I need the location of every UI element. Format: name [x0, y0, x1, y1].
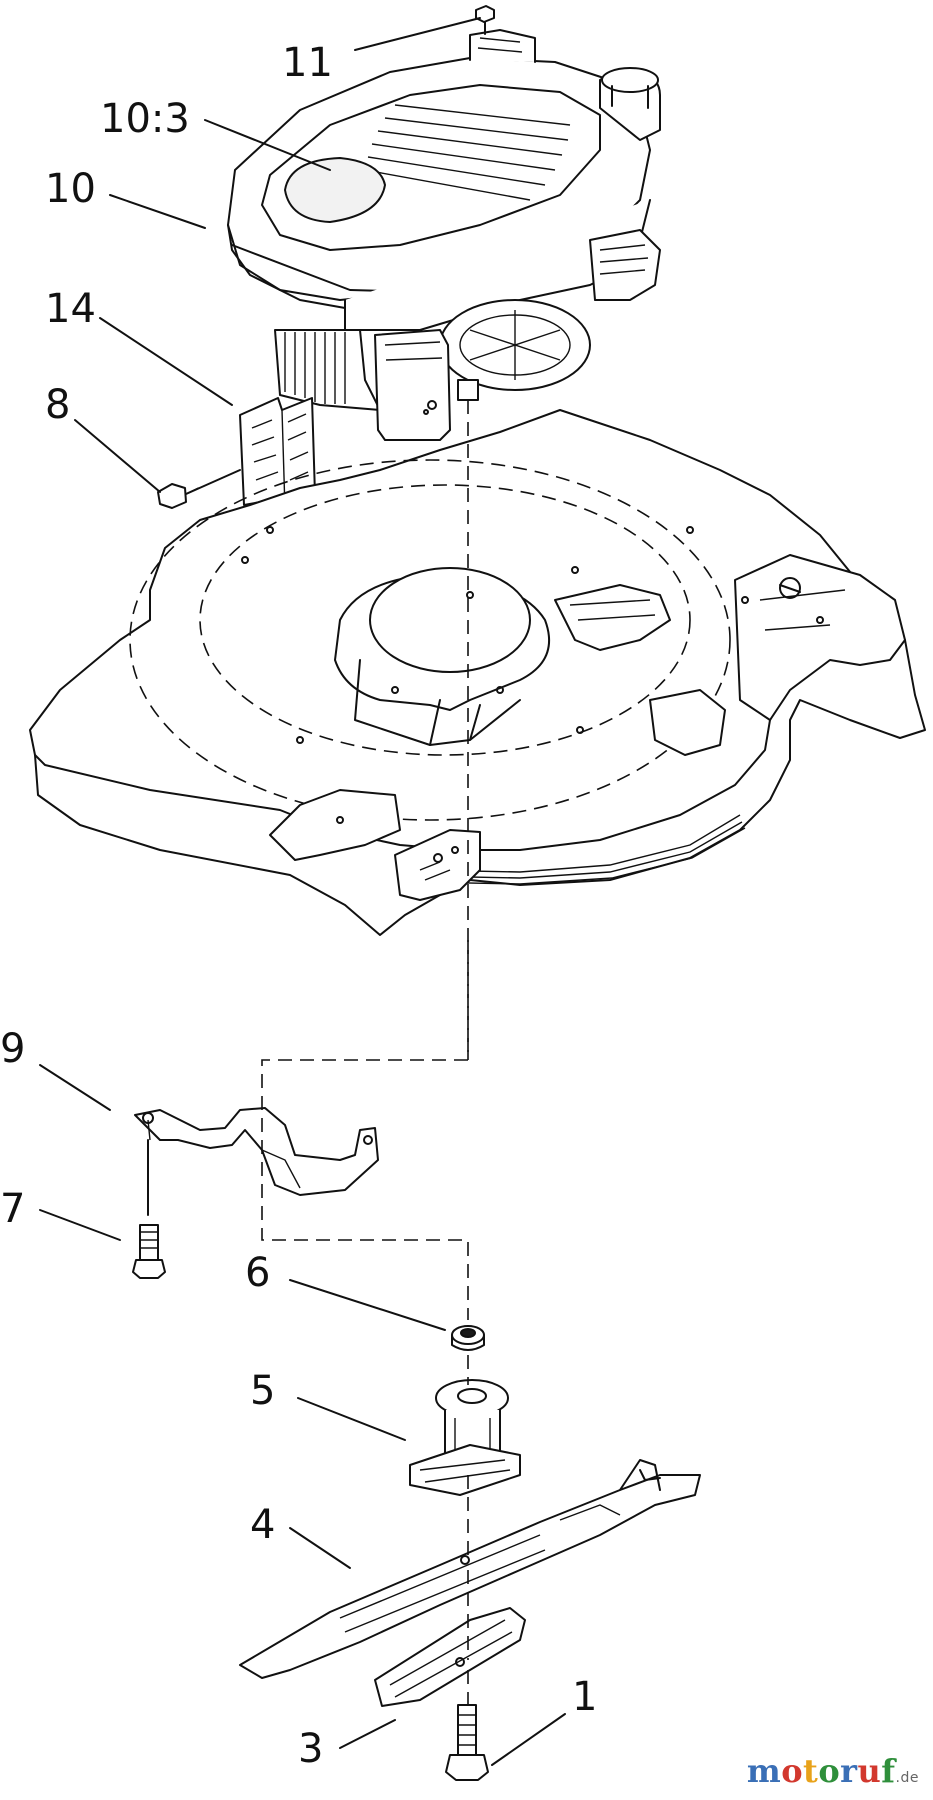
watermark-suffix: .de	[895, 1770, 919, 1786]
watermark-letter: m	[746, 1752, 782, 1790]
watermark-letter: u	[857, 1752, 882, 1790]
baffle-bracket	[134, 1107, 379, 1216]
callout-5: 5	[250, 1368, 275, 1414]
watermark-letter: o	[818, 1752, 841, 1790]
blade-adapter	[409, 1379, 521, 1496]
callout-3: 3	[298, 1726, 323, 1772]
leader-lines	[39, 17, 566, 1766]
callout-11: 11	[282, 40, 333, 86]
blade-stiffener	[374, 1607, 526, 1707]
assembly-axis	[261, 400, 469, 1705]
callout-9: 9	[0, 1026, 25, 1072]
watermark-letter: r	[840, 1752, 858, 1790]
washer	[451, 1325, 485, 1351]
watermark-letter: t	[803, 1752, 819, 1790]
blade-bolt	[445, 1704, 489, 1781]
callout-8: 8	[45, 382, 70, 428]
watermark-letter: f	[881, 1752, 896, 1790]
callout-4: 4	[250, 1502, 275, 1548]
watermark-letter: o	[781, 1752, 804, 1790]
top-screw	[475, 5, 495, 35]
heat-shield	[239, 397, 316, 511]
engine	[227, 29, 661, 441]
mower-deck	[29, 409, 926, 936]
callout-7: 7	[0, 1186, 25, 1232]
blade	[239, 1459, 701, 1679]
callout-6: 6	[245, 1250, 270, 1296]
callouts: 11 10:3 10 14 8 9 7 6 5 4 3 1	[0, 40, 597, 1772]
callout-1: 1	[572, 1674, 597, 1720]
baffle-bolt	[132, 1224, 166, 1279]
callout-10: 10	[45, 166, 96, 212]
callout-10-3: 10:3	[100, 96, 190, 142]
heat-shield-bolt	[157, 469, 241, 509]
watermark-logo: motoruf.de	[747, 1752, 919, 1790]
callout-14: 14	[45, 286, 96, 332]
